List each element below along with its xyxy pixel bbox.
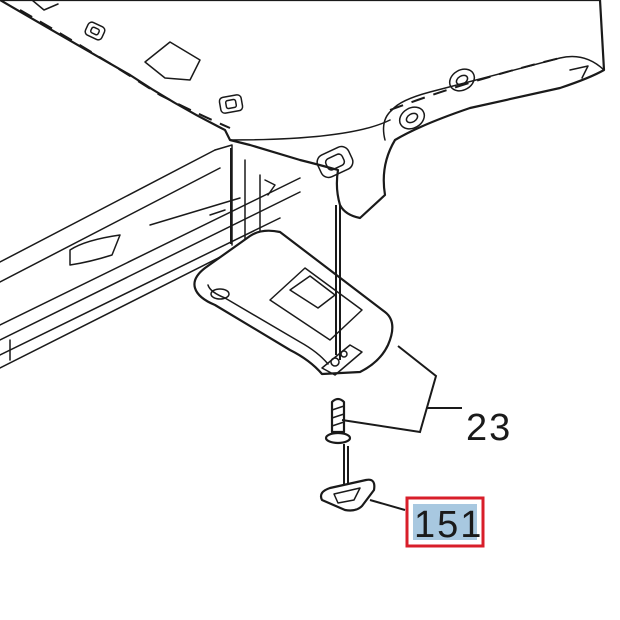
callout-label-151[interactable]: 151 bbox=[414, 504, 483, 546]
windshield-frame bbox=[0, 144, 301, 369]
mounting-screw bbox=[324, 397, 352, 445]
callout-leaders bbox=[341, 345, 462, 511]
highlight-fill bbox=[413, 504, 477, 540]
visor-clip-cover bbox=[319, 478, 376, 512]
callout-151-highlight[interactable]: 151 bbox=[405, 496, 485, 548]
highlight-border bbox=[405, 496, 485, 548]
callout-label-23[interactable]: 23 bbox=[466, 407, 512, 449]
mount-axis-lines bbox=[230, 148, 349, 490]
roof-headliner bbox=[0, 0, 606, 220]
sun-visor bbox=[193, 229, 394, 376]
